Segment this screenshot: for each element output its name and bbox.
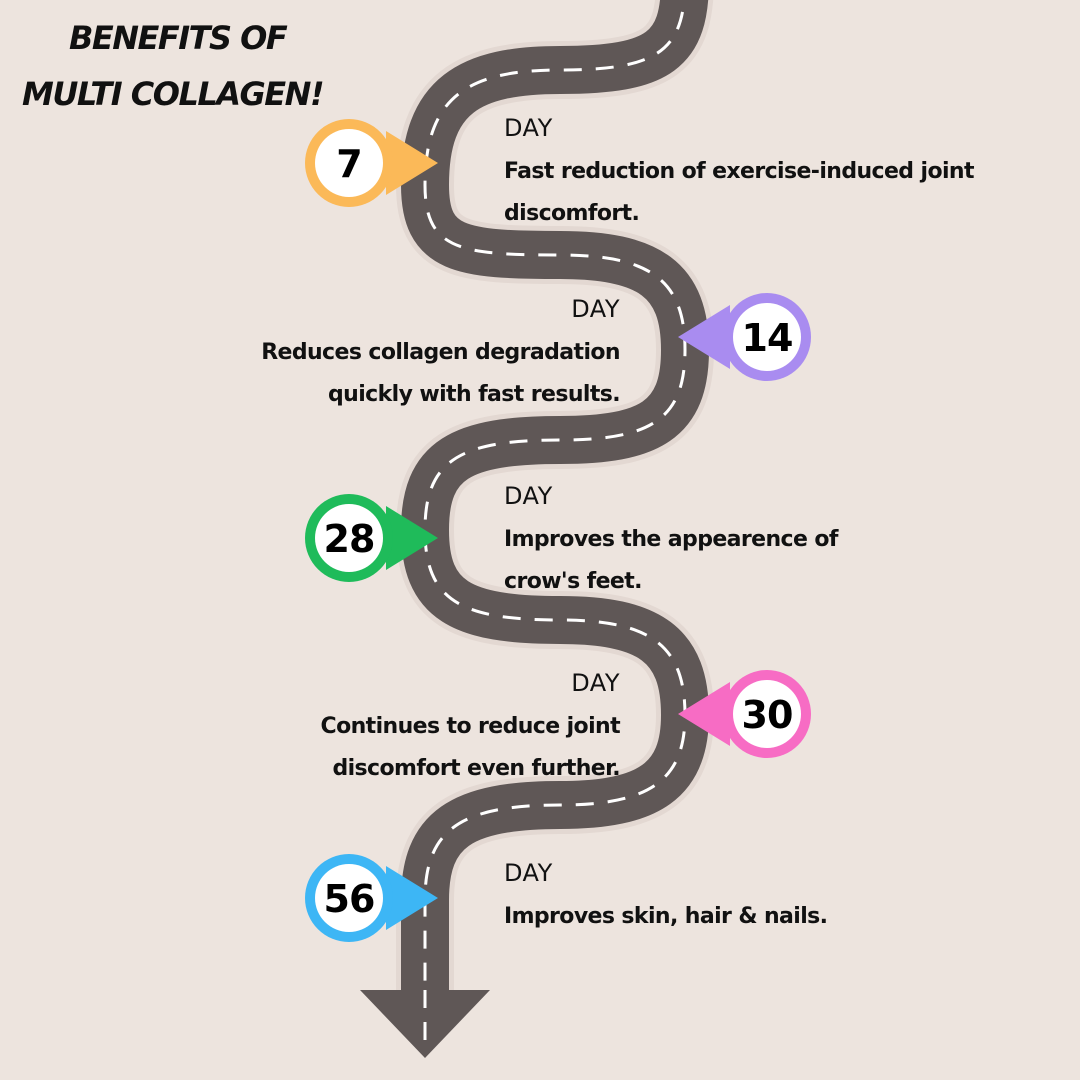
milestone-description-line-1: Improves the appearence of: [504, 527, 838, 552]
badge-day-number: 56: [324, 877, 375, 921]
milestone-description-line-2: discomfort even further.: [332, 756, 620, 781]
milestone-description-line-2: crow's feet.: [504, 569, 643, 594]
day-label: DAY: [571, 295, 620, 323]
day-30-badge: 30: [678, 670, 811, 758]
milestone-day-14-text: DAY Reduces collagen degradation quickly…: [200, 294, 620, 416]
milestone-description-line-2: discomfort.: [504, 201, 640, 226]
day-7-badge: 7: [305, 119, 438, 207]
milestone-description-line-1: Continues to reduce joint: [320, 714, 621, 739]
badge-center: [315, 864, 383, 932]
day-28-badge: 28: [305, 494, 438, 582]
badge-center: [315, 129, 383, 197]
milestone-day-7-text: DAY Fast reduction of exercise-induced j…: [504, 113, 1024, 235]
milestone-day-30-text: DAY Continues to reduce joint discomfort…: [200, 668, 621, 790]
badge-center: [733, 303, 801, 371]
page-title: BENEFITS OF MULTI COLLAGEN!: [22, 10, 382, 122]
badge-day-number: 7: [336, 142, 361, 186]
day-label: DAY: [571, 669, 620, 697]
title-line-2: MULTI COLLAGEN!: [22, 75, 325, 113]
badge-day-number: 14: [742, 316, 793, 360]
day-label: DAY: [504, 114, 553, 142]
milestone-description-line-2: quickly with fast results.: [328, 382, 621, 407]
day-14-badge: 14: [678, 293, 811, 381]
title-line-1: BENEFITS OF: [69, 19, 288, 57]
milestone-description-line-1: Fast reduction of exercise-induced joint: [504, 159, 974, 184]
road-center-dashes: [423, 0, 687, 1000]
winding-road: [360, 0, 715, 1058]
milestone-description-line-1: Improves skin, hair & nails.: [504, 904, 828, 929]
milestone-description-line-1: Reduces collagen degradation: [261, 340, 620, 365]
milestone-day-56-text: DAY Improves skin, hair & nails.: [504, 858, 1024, 938]
day-label: DAY: [504, 859, 553, 887]
milestone-day-28-text: DAY Improves the appearence of crow's fe…: [504, 481, 1024, 603]
badge-center: [733, 680, 801, 748]
badge-day-number: 28: [324, 517, 375, 561]
badge-center: [315, 504, 383, 572]
badge-day-number: 30: [742, 693, 793, 737]
day-label: DAY: [504, 482, 553, 510]
day-56-badge: 56: [305, 854, 438, 942]
